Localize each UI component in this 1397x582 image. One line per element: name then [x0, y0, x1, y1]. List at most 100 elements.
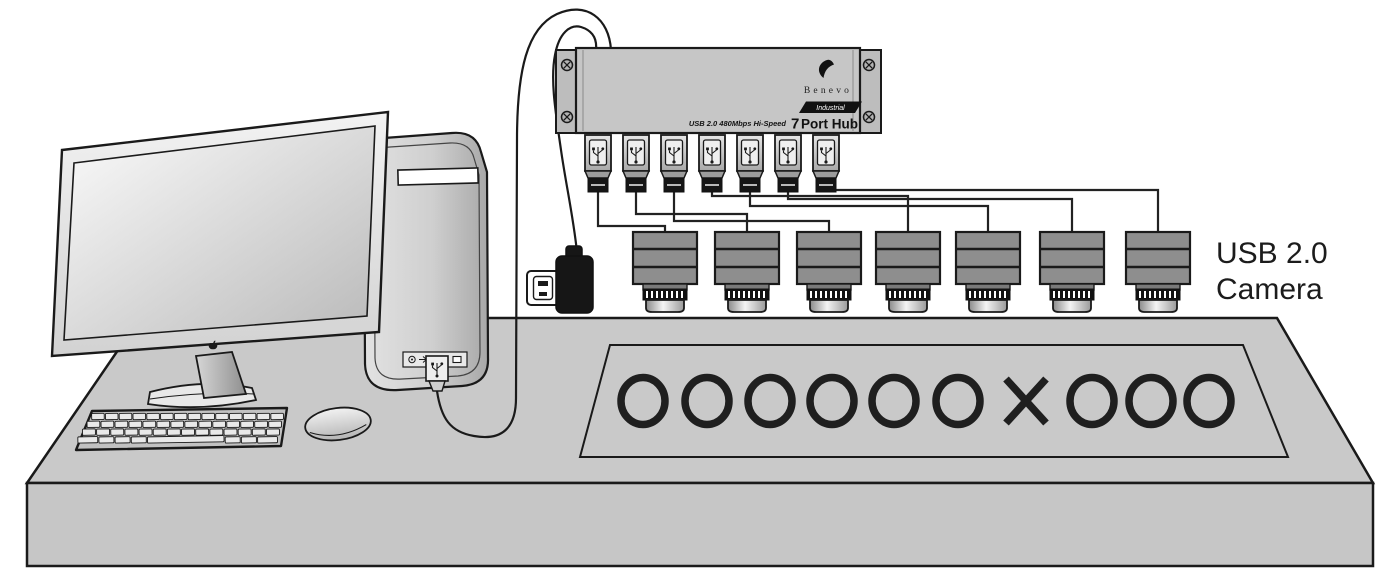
keyboard-keys [77, 412, 284, 444]
trident-square [668, 147, 671, 151]
hub-screw [862, 58, 876, 72]
outlet-slot [539, 292, 547, 296]
keyboard-key [91, 412, 105, 421]
keyboard-key [184, 420, 199, 428]
trident-circle [677, 147, 681, 151]
symbol-circle [868, 373, 920, 429]
keyboard-key [86, 420, 101, 428]
keyboard-key [156, 420, 171, 428]
trident-branch [782, 150, 789, 157]
camera-focus-ring [1135, 288, 1181, 301]
camera-lens-barrel [645, 299, 685, 313]
status-symbols [617, 373, 1235, 429]
symbol-x [1003, 376, 1049, 426]
apple-logo-icon [208, 340, 218, 350]
keyboard-key [100, 420, 115, 428]
trident-circle [715, 147, 719, 151]
trident-square [744, 147, 747, 151]
usb-camera-cable [748, 192, 990, 233]
screw-slot [865, 113, 873, 121]
plug-neck [659, 170, 689, 179]
usb-camera-cable [672, 192, 831, 233]
plug-neck [773, 170, 803, 179]
usb-trident-icon [820, 147, 833, 164]
trident-tail [748, 160, 752, 164]
usb-camera [1038, 230, 1106, 313]
keyboard-key [132, 412, 147, 421]
hub-usb-plug [583, 134, 613, 193]
trident-square [630, 147, 633, 151]
trident-square [706, 147, 709, 151]
keyboard-key [223, 428, 238, 436]
keyboard-key [240, 420, 254, 428]
screw-slot [563, 61, 571, 69]
trident-tail [672, 160, 676, 164]
keyboard-key [166, 428, 181, 436]
keyboard-key [160, 412, 174, 421]
symbol-circle [1125, 373, 1177, 429]
trident-circle [791, 147, 795, 151]
keyboard-key [104, 412, 119, 421]
keyboard-key [242, 412, 257, 421]
table-front [25, 481, 1375, 568]
camera-body [954, 230, 1022, 286]
power-adapter [555, 245, 594, 314]
symbol-circle [744, 373, 796, 429]
camera-focus-ring [885, 288, 931, 301]
keyboard-key [240, 436, 257, 444]
usb-camera-cable [634, 192, 749, 233]
outlet-slot [538, 281, 548, 286]
wall-outlet [526, 270, 560, 306]
camera-body [874, 230, 942, 286]
keyboard-key [212, 420, 227, 428]
trident-branch [820, 150, 827, 157]
keyboard [74, 406, 289, 452]
keyboard-key [138, 428, 153, 436]
keyboard-key [142, 420, 157, 428]
stand-pedestal [194, 351, 248, 399]
camera-focus-ring [724, 288, 770, 301]
trident-branch [749, 149, 755, 154]
keyboard-key [237, 428, 252, 436]
usb-camera [874, 230, 942, 313]
plug-neck [621, 170, 651, 179]
keyboard-key [77, 436, 99, 444]
symbol-circle [1066, 373, 1118, 429]
power-cable [552, 25, 598, 253]
usb-trident-icon [744, 147, 757, 164]
keyboard-key [170, 420, 185, 428]
trident-tail [824, 160, 828, 164]
keyboard-key [257, 436, 278, 444]
keyboard-key [98, 436, 115, 444]
keyboard-key [251, 428, 266, 436]
usb-camera [1124, 230, 1192, 313]
hub-brand-label: Benevo [804, 86, 852, 96]
keyboard-key [198, 420, 213, 428]
keyboard-key [146, 412, 160, 421]
keyboard-key [187, 412, 202, 421]
usb-trident-icon [706, 147, 719, 164]
hub-usb-plug [735, 134, 765, 193]
cables [435, 8, 613, 439]
camera-label-line2: Camera [1216, 273, 1323, 306]
hub-badge-label: Industrial [816, 105, 845, 112]
keyboard-key [114, 436, 131, 444]
keyboard-key [130, 436, 147, 444]
tower-power-icon [408, 355, 416, 364]
keyboard-key [152, 428, 167, 436]
symbol-circle [617, 373, 669, 429]
tower-drive-slot [397, 167, 480, 186]
usb-hub: Benevo USB 2.0 480Mbps Hi-Speed Industri… [555, 46, 882, 135]
monitor-screen [63, 125, 376, 341]
usb-camera [713, 230, 781, 313]
trident-circle [639, 147, 643, 151]
trident-circle [753, 147, 757, 151]
usb-camera [954, 230, 1022, 313]
pc-usb-cable [435, 8, 613, 439]
hub-usb-plug [659, 134, 689, 193]
keyboard-key [118, 412, 133, 421]
tower-usb-plug [425, 355, 449, 392]
trident-tail [596, 160, 600, 164]
keyboard-key [268, 420, 282, 428]
